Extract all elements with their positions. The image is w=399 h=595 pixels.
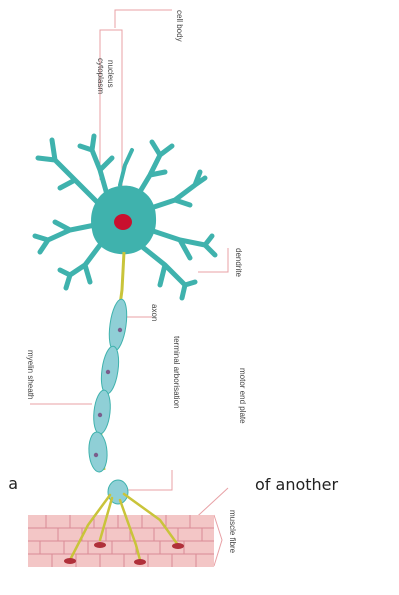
- leader-terminal: [122, 470, 172, 490]
- leader-muscle: [214, 515, 222, 566]
- label-motor-end-plate: motor end plate: [238, 368, 246, 424]
- background-text-fragment: a: [0, 474, 18, 494]
- label-terminal-arborisation: terminal arborisation: [172, 336, 180, 408]
- leader-cell-body: [115, 10, 172, 28]
- label-cytoplasm: cytoplasm: [96, 58, 104, 94]
- myelin-segments: [88, 298, 130, 504]
- label-muscle-fibre: muscle fibre: [228, 510, 236, 553]
- label-cell-body: cell body: [175, 10, 183, 42]
- label-axon: axon: [150, 304, 158, 321]
- label-dendrite: dendrite: [234, 248, 242, 277]
- label-nucleus: nucleus: [106, 60, 114, 88]
- nucleus-dot: [114, 214, 132, 230]
- muscle-fibre-block: [28, 515, 214, 567]
- background-text-right: of another: [255, 477, 338, 493]
- label-myelin-sheath: myelin sheath: [26, 350, 34, 399]
- leader-lines: [30, 10, 228, 566]
- leader-nucleus: [100, 30, 122, 40]
